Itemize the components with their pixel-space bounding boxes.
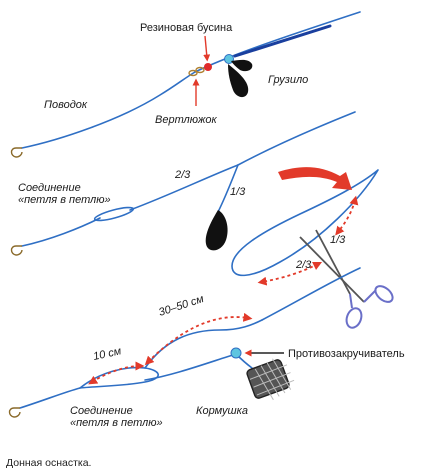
- connection-2-label-line1: Соединение: [70, 405, 133, 417]
- connection-2-label-line2: «петля в петлю»: [70, 417, 163, 429]
- leader-line: [21, 71, 196, 149]
- feeder-icon: [246, 358, 295, 401]
- sinker-icon-3: [205, 210, 228, 251]
- rubber-bead-icon: [204, 63, 212, 71]
- fraction-1-3-lower: 1/3: [330, 234, 346, 246]
- branch-line-upper: [144, 319, 263, 369]
- main-line-3: [261, 267, 361, 321]
- panel-loop-connection: Соединение «петля в петлю» 2/3 1/3 1/3 2…: [10, 111, 394, 329]
- rod-section: [233, 24, 332, 58]
- sinker-label: Грузило: [268, 74, 308, 86]
- sinker-icon-2: [231, 59, 253, 72]
- hook-icon: [10, 147, 23, 158]
- leader-line-3: [19, 387, 81, 409]
- rubber-bead-label: Резиновая бусина: [140, 22, 233, 34]
- distance-30-50-label: 30–50 см: [157, 293, 206, 319]
- connection-1-label-line1: Соединение: [18, 182, 81, 194]
- distance-10-label: 10 см: [92, 345, 123, 363]
- cut-loop-line: [231, 169, 379, 277]
- sinker-dropper: [217, 164, 239, 213]
- loop-line-3a: [79, 366, 159, 389]
- swivel-label: Вертлюжок: [155, 114, 218, 126]
- leader-line-2: [21, 217, 101, 247]
- leader-label: Поводок: [44, 99, 88, 111]
- dash-arrow-1-3: [335, 195, 359, 236]
- loop-knot-1: [93, 206, 135, 222]
- panel-feeder-rig: 30–50 см 10 см Противозакручиватель Соед…: [8, 267, 405, 429]
- hook-icon-2: [10, 245, 23, 256]
- figure-caption: Донная оснастка.: [6, 457, 92, 469]
- panel-leader-rig: Резиновая бусина Поводок Грузило Вертлюж…: [10, 11, 361, 158]
- hook-icon-3: [8, 407, 21, 418]
- main-line-2: [237, 111, 356, 166]
- connection-1-label-line2: «петля в петлю»: [18, 194, 111, 206]
- scissors-icon: [299, 229, 394, 329]
- sinker-icon: [228, 64, 249, 98]
- fraction-2-3-lower: 2/3: [295, 259, 312, 271]
- dash-arrow-30-50: [144, 312, 253, 366]
- anti-twist-label: Противозакручиватель: [288, 348, 405, 360]
- direction-arrow-icon: [278, 167, 352, 190]
- fraction-1-3-upper: 1/3: [230, 186, 246, 198]
- loop-line-2: [129, 164, 239, 211]
- feeder-label: Кормушка: [196, 405, 248, 417]
- swivel-icon: [188, 66, 205, 77]
- anti-twist-bead-icon: [230, 347, 242, 359]
- bead-arrow: [203, 35, 211, 62]
- fraction-2-3-upper: 2/3: [174, 169, 191, 181]
